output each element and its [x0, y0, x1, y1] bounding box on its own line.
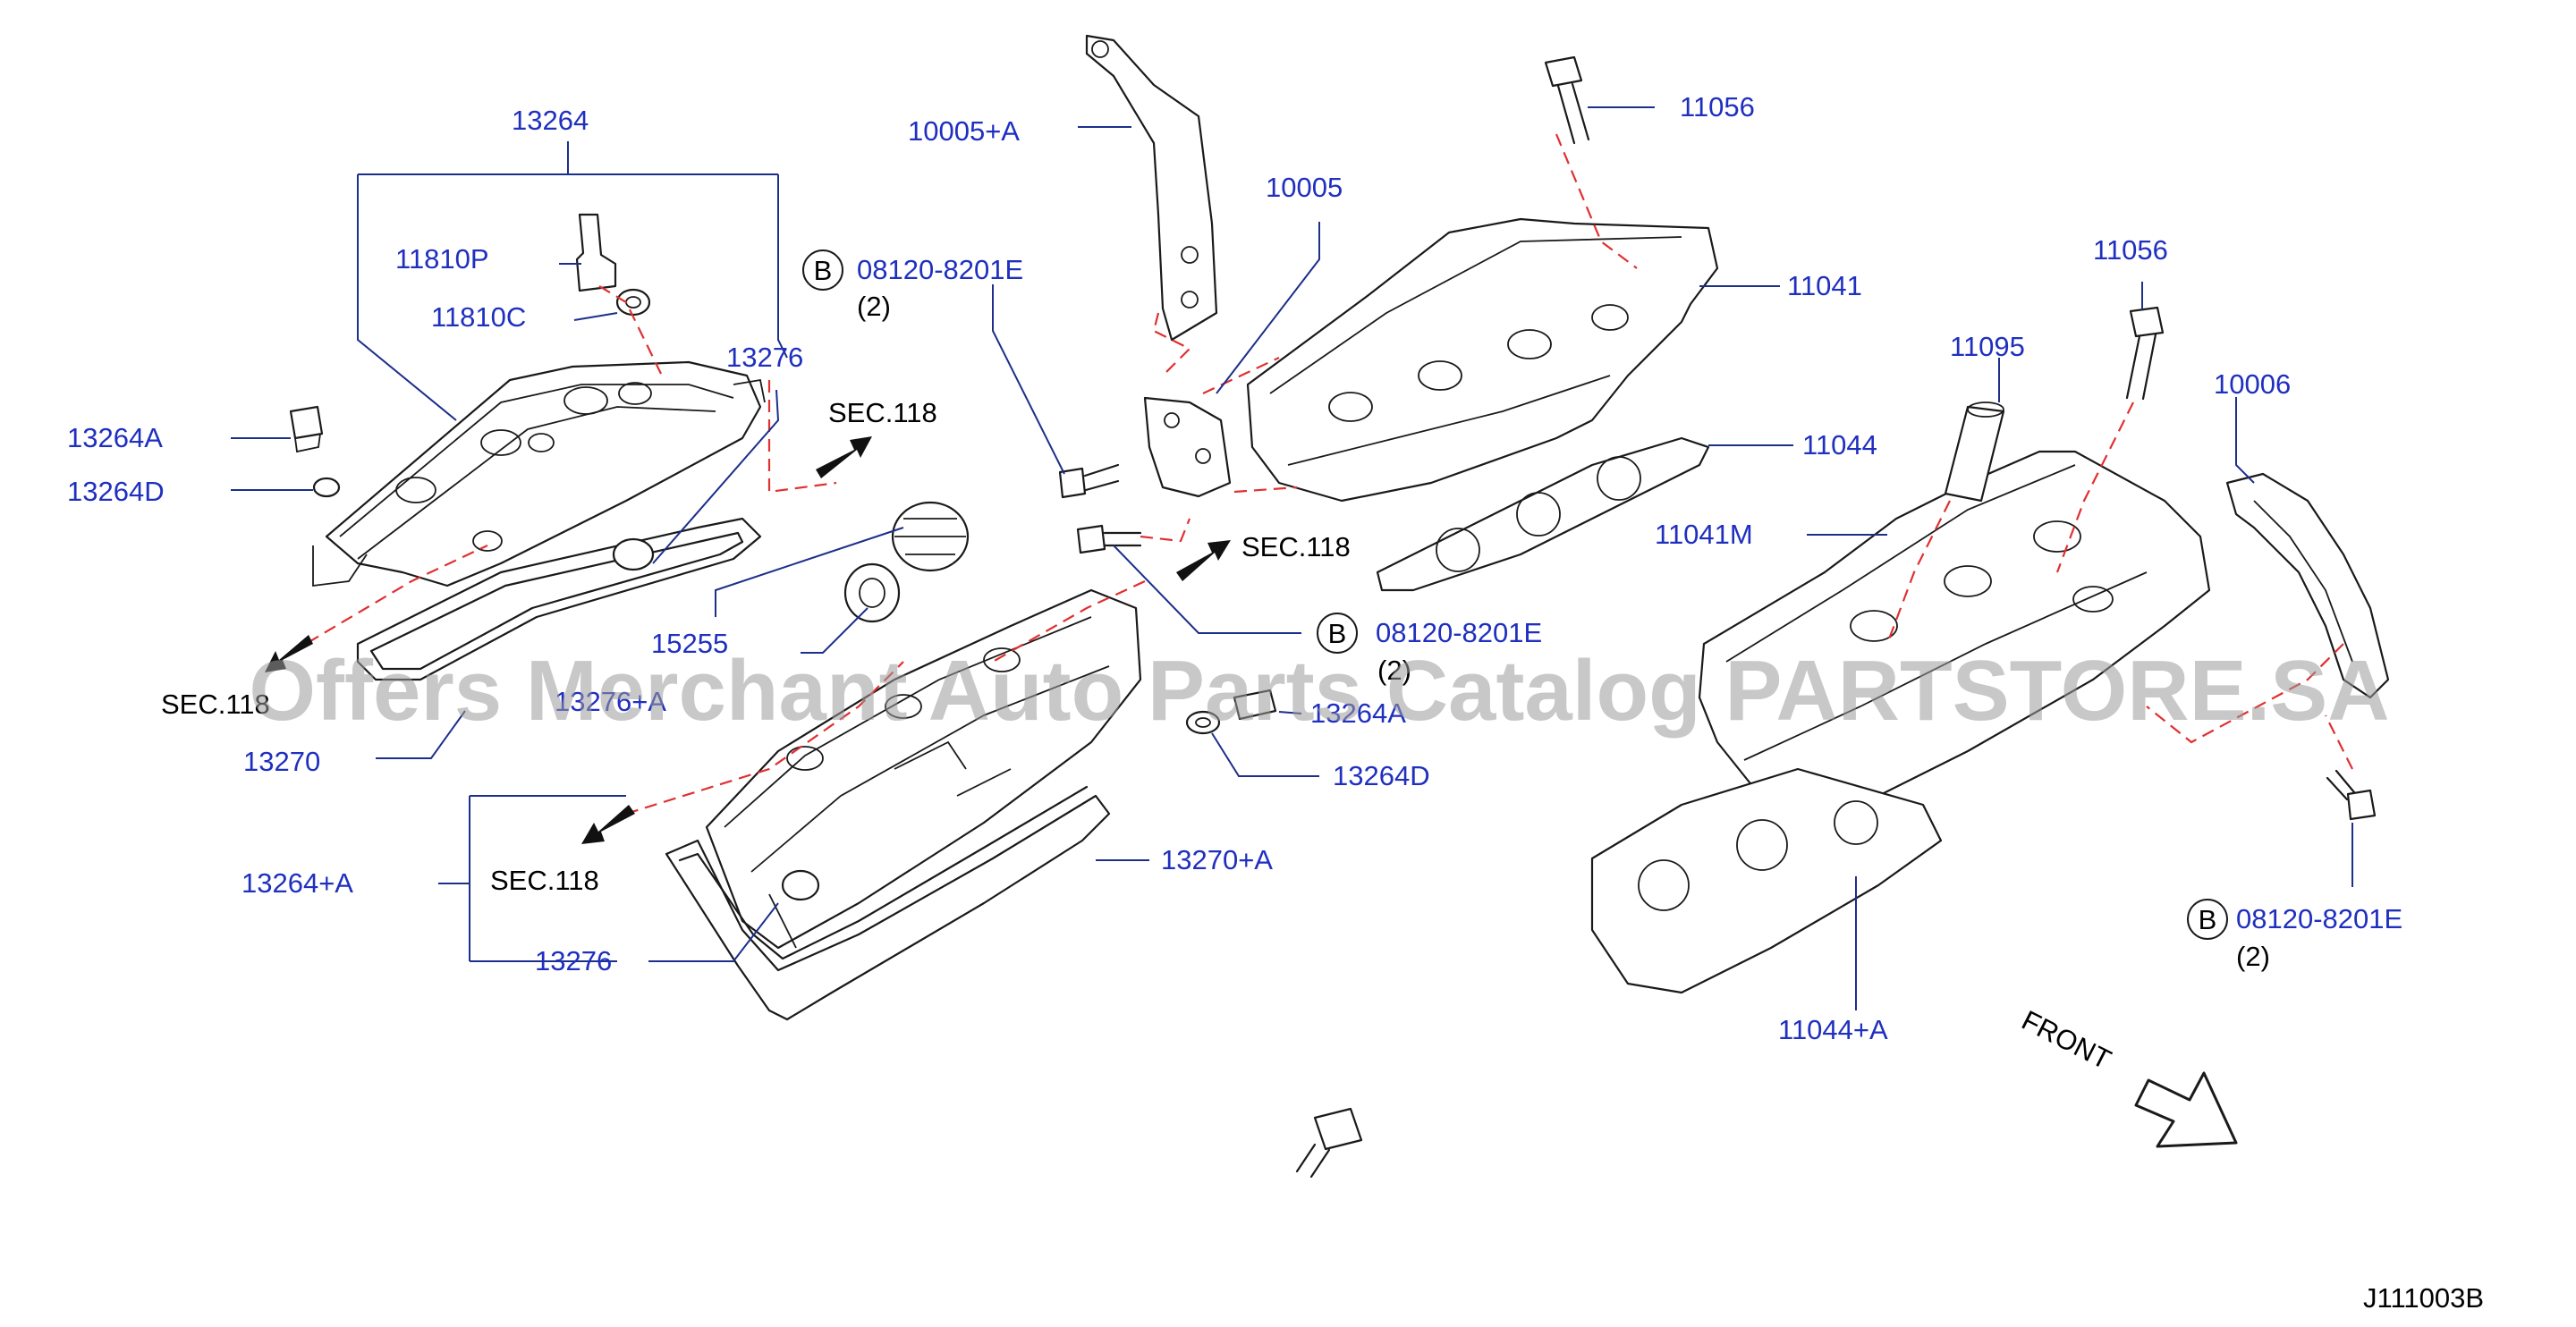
lifting-bracket-10006	[2225, 472, 2390, 699]
head-gasket-11044a	[1590, 767, 1943, 994]
label-10005a[interactable]: 10005+A	[908, 115, 1020, 147]
sec118-c[interactable]: SEC.118	[161, 689, 270, 720]
sec118-arrow-a	[816, 436, 872, 478]
sec118-arrow-c	[265, 635, 313, 672]
sec118-d[interactable]: SEC.118	[490, 865, 599, 896]
bolt-08120-c	[2326, 769, 2377, 821]
label-08120-8201e-b[interactable]: 08120-8201E	[1376, 617, 1542, 648]
section-references: SEC.118 SEC.118 SEC.118 SEC.118	[161, 397, 1351, 896]
front-direction-indicator: FRONT	[2017, 1004, 2238, 1148]
label-13270a[interactable]: 13270+A	[1161, 844, 1273, 875]
label-13276-top[interactable]: 13276	[726, 342, 803, 373]
cylinder-head-11041m	[1698, 450, 2211, 824]
bolt-loose-bottom	[1295, 1107, 1363, 1179]
oil-filler-cap-15255	[891, 501, 970, 572]
oil-cap-13264a-left	[289, 405, 324, 453]
label-08120-a-qty: (2)	[857, 291, 891, 322]
label-08120-8201e-a[interactable]: 08120-8201E	[857, 254, 1023, 285]
label-11044[interactable]: 11044	[1802, 429, 1877, 461]
label-13264d-mid[interactable]: 13264D	[1333, 760, 1430, 791]
bolt-marker-b1: B	[802, 249, 843, 291]
label-08120-b-qty: (2)	[1377, 655, 1411, 686]
label-11095[interactable]: 11095	[1950, 331, 2025, 362]
bolt-marker-b3: B	[2187, 899, 2228, 940]
diagram-code: J111003B	[2363, 1282, 2484, 1314]
lifting-bracket-10005	[1143, 396, 1232, 498]
bolt-08120-a	[1058, 463, 1120, 499]
label-15255[interactable]: 15255	[651, 628, 728, 659]
label-13264a-left[interactable]: 13264A	[67, 422, 163, 453]
right-cover-gasket-13270a	[665, 785, 1111, 1021]
grommet-13276-left	[612, 537, 655, 571]
head-gasket-11044	[1376, 436, 1710, 592]
grommet-11810c	[615, 288, 651, 317]
watermark: Offers Merchant Auto Parts Catalog PARTS…	[249, 643, 2389, 739]
oil-cap-13264a-mid	[1233, 689, 1277, 721]
label-10005[interactable]: 10005	[1266, 172, 1343, 203]
o-ring-13264d-mid	[1185, 710, 1221, 735]
label-11810p[interactable]: 11810P	[395, 243, 489, 275]
label-13264a-mid[interactable]: 13264A	[1310, 697, 1406, 729]
label-13264d-left[interactable]: 13264D	[67, 476, 165, 507]
label-13264pa[interactable]: 13264+A	[242, 867, 353, 899]
label-08120-8201e-c[interactable]: 08120-8201E	[2236, 903, 2402, 934]
right-valve-cover-13264a	[705, 588, 1142, 950]
label-11044a[interactable]: 11044+A	[1778, 1014, 1888, 1045]
cylinder-head-11041	[1246, 217, 1719, 503]
label-11056-right[interactable]: 11056	[2093, 234, 2168, 266]
label-11041m[interactable]: 11041M	[1655, 519, 1753, 550]
lifting-bracket-10005a	[1085, 34, 1218, 342]
grommet-13276-right	[781, 869, 820, 901]
filler-seal-13276a	[843, 562, 901, 623]
label-13264[interactable]: 13264	[512, 105, 589, 136]
label-11056-top[interactable]: 11056	[1680, 91, 1755, 123]
assembly-centerlines	[290, 133, 2353, 816]
o-ring-13264d-left	[312, 477, 341, 498]
front-arrow-icon	[2134, 1071, 2238, 1148]
label-08120-c-qty: (2)	[2236, 941, 2270, 972]
sec118-b[interactable]: SEC.118	[1241, 531, 1351, 562]
part-number-labels: 13264 10005+A 10005 11056 11810P 11810C …	[67, 91, 2402, 1045]
label-10006[interactable]: 10006	[2214, 368, 2291, 400]
bolt-marker-b1-text: B	[814, 255, 833, 286]
label-13276-bottom[interactable]: 13276	[535, 945, 612, 976]
label-11810c[interactable]: 11810C	[431, 301, 526, 333]
bolt-marker-b3-text: B	[2199, 904, 2217, 935]
sec118-a[interactable]: SEC.118	[828, 397, 937, 428]
pcv-valve-11810p	[575, 213, 617, 292]
bolt-11056-right	[2125, 306, 2165, 401]
leader-lines	[231, 106, 2353, 1010]
bolt-marker-b2: B	[1317, 613, 1358, 654]
front-label: FRONT	[2017, 1004, 2116, 1076]
bolt-08120-b	[1076, 524, 1142, 554]
dowel-11095	[1944, 401, 2005, 503]
sec118-arrow-d	[581, 805, 635, 844]
label-11041[interactable]: 11041	[1787, 270, 1862, 301]
left-valve-cover-13264	[312, 360, 766, 587]
label-13270[interactable]: 13270	[243, 746, 320, 777]
label-13276a[interactable]: 13276+A	[555, 686, 666, 717]
bolt-11056-top	[1544, 55, 1590, 145]
sec118-arrow-b	[1176, 540, 1231, 581]
bolt-marker-b2-text: B	[1328, 618, 1347, 649]
